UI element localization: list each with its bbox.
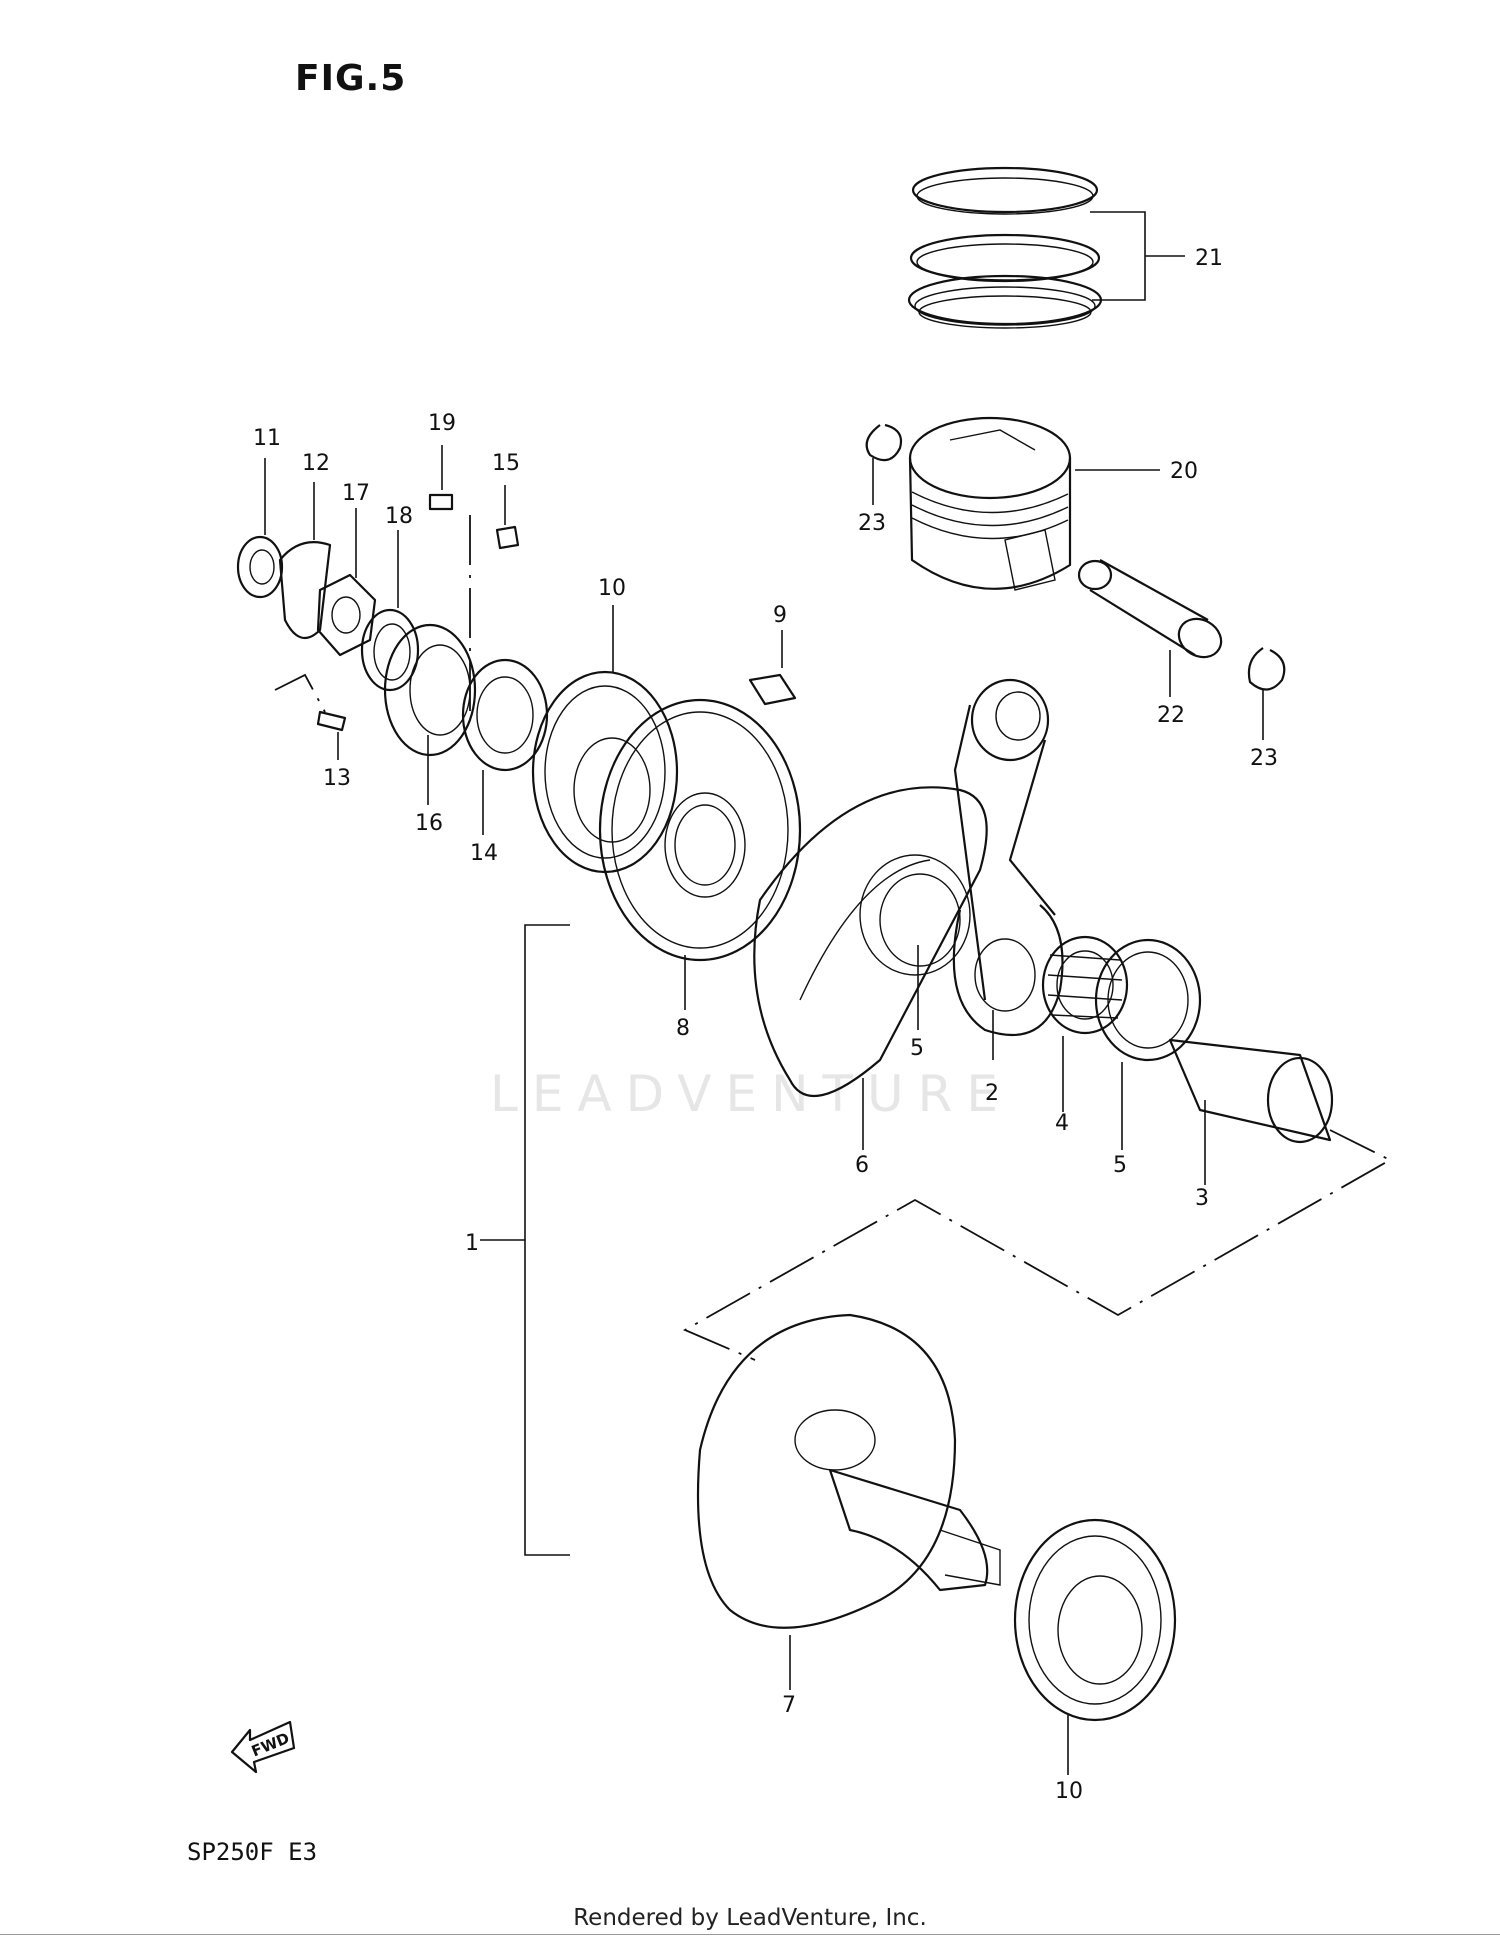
callout-13: 13 (323, 766, 351, 791)
circlip-lower (1247, 647, 1286, 691)
callout-17: 17 (342, 481, 370, 506)
key-15 (495, 525, 520, 550)
needle-bearing (1041, 935, 1129, 1035)
main-bearing-upper (531, 670, 679, 874)
lock-washer-12 (278, 541, 332, 640)
callout-22: 22 (1157, 703, 1185, 728)
oil-seal-11 (236, 535, 284, 599)
callout-23-a: 23 (858, 511, 886, 536)
callout-10-a: 10 (598, 576, 626, 601)
callout-23-b: 23 (1250, 746, 1278, 771)
callout-2: 2 (985, 1081, 999, 1106)
main-bearing-lower (1013, 1518, 1177, 1722)
callout-19: 19 (428, 411, 456, 436)
watermark: LEADVENTURE (490, 1065, 1012, 1123)
callout-21: 21 (1195, 246, 1223, 271)
callout-10-b: 10 (1055, 1779, 1083, 1804)
screw-13 (316, 710, 347, 732)
pin-9 (748, 673, 797, 706)
callout-18: 18 (385, 504, 413, 529)
render-credit: Rendered by LeadVenture, Inc. (573, 1905, 927, 1931)
callout-16: 16 (415, 811, 443, 836)
callout-14: 14 (470, 841, 498, 866)
callout-1: 1 (465, 1231, 479, 1256)
callout-6: 6 (855, 1153, 869, 1178)
callout-8: 8 (676, 1016, 690, 1041)
callout-11: 11 (253, 426, 281, 451)
piston (908, 416, 1072, 591)
crank-pin (1168, 1038, 1334, 1144)
crank-web-left (753, 786, 988, 1098)
thrust-washer-right (1094, 938, 1202, 1062)
callout-labels: 1 2 3 4 5 5 6 7 8 9 10 10 11 12 13 14 15… (253, 246, 1278, 1804)
connecting-rod (952, 678, 1064, 1037)
figure-title: FIG.5 (295, 58, 407, 99)
key-19 (428, 493, 454, 511)
circlip-upper (865, 423, 903, 462)
callout-7: 7 (782, 1693, 796, 1718)
callout-12: 12 (302, 451, 330, 476)
callout-5-a: 5 (910, 1036, 924, 1061)
piston-rings (907, 166, 1103, 329)
primary-drive-gear (598, 698, 802, 962)
piston-pin (1077, 559, 1223, 659)
callout-9: 9 (773, 603, 787, 628)
fwd-arrow-icon: FWD (230, 1720, 296, 1774)
crank-web-right (696, 1313, 1001, 1629)
nut-17 (316, 573, 377, 657)
assembly-bracket (524, 924, 570, 1556)
callout-20: 20 (1170, 459, 1198, 484)
callout-3: 3 (1195, 1186, 1209, 1211)
washer-18 (360, 608, 420, 692)
gear-14 (461, 658, 549, 772)
footer-divider (0, 1934, 1500, 1935)
callout-4: 4 (1055, 1111, 1069, 1136)
callout-15: 15 (492, 451, 520, 476)
gear-16 (383, 623, 477, 757)
callout-5-b: 5 (1113, 1153, 1127, 1178)
model-code: SP250F E3 (187, 1838, 318, 1866)
